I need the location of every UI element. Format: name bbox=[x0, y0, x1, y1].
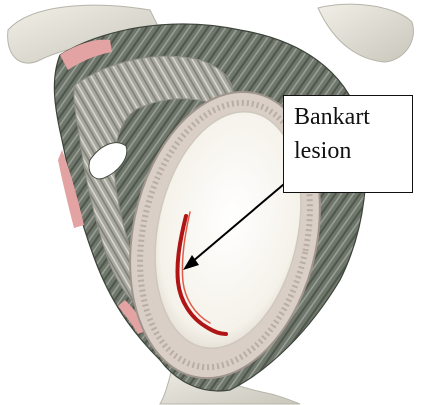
coracoid-bone bbox=[318, 4, 413, 62]
annotation-line-1: Bankart bbox=[294, 100, 402, 134]
annotation-label-box: Bankart lesion bbox=[283, 95, 413, 193]
annotation-line-2: lesion bbox=[294, 134, 402, 168]
